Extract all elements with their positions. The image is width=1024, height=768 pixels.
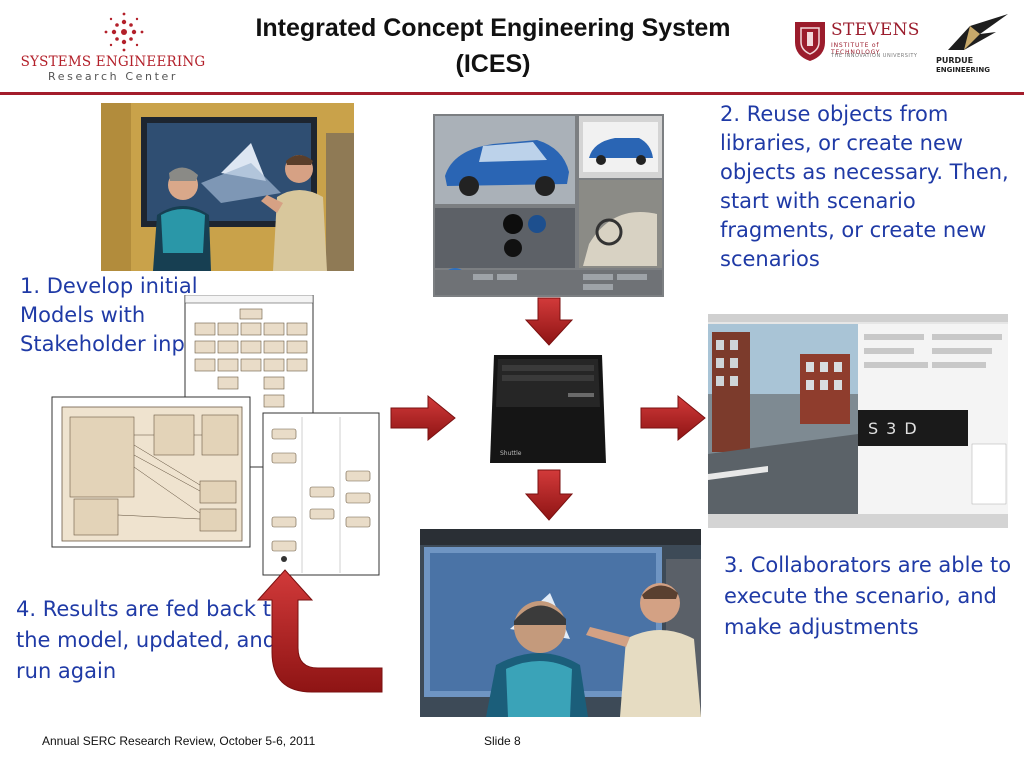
footer-event: Annual SERC Research Review, October 5-6…: [42, 734, 316, 748]
photo-team-top-image: [101, 103, 354, 271]
serc-logo: SYSTEMS ENGINEERING Research Center: [18, 8, 208, 84]
purdue-name: PURDUE: [936, 56, 974, 65]
slide-title-line1: Integrated Concept Engineering System: [255, 14, 731, 42]
arrow-right-right: [640, 394, 706, 442]
stevens-subtitle: INSTITUTE of TECHNOLOGY: [831, 42, 881, 56]
serc-logo-line1: SYSTEMS ENGINEERING: [20, 54, 206, 70]
photo-team-bottom: [420, 529, 701, 717]
header-divider: [0, 92, 1024, 95]
stevens-logo: STEVENS INSTITUTE of TECHNOLOGY THE INNO…: [793, 14, 920, 76]
stevens-tagline: THE INNOVATION UNIVERSITY: [831, 53, 918, 59]
photo-team-top: [101, 103, 354, 271]
stevens-shield-icon: [795, 22, 825, 61]
computer-brand-label: Shuttle: [500, 450, 522, 457]
svg-text:S3D: S3D: [868, 419, 925, 438]
city-scene-image: S3D: [708, 314, 1008, 528]
sysml-diagrams: [50, 295, 380, 577]
step-2-text: 2. Reuse objects from libraries, or crea…: [720, 102, 1009, 271]
serc-dots-icon: [104, 12, 144, 52]
sysml-diagrams-image: [51, 295, 380, 576]
arrow-down-bottom: [524, 469, 574, 521]
step-1-text: 1. Develop initial Models with Stakehold…: [20, 274, 207, 356]
purdue-griffin-icon: [948, 14, 1008, 50]
computer-image: Shuttle: [490, 355, 606, 463]
slide-title: Integrated Concept Engineering System (I…: [218, 10, 768, 82]
cad-car-image: [433, 114, 664, 297]
stevens-name: STEVENS: [831, 20, 920, 40]
serc-logo-line2: Research Center: [48, 70, 178, 83]
slide-title-line2: (ICES): [455, 50, 531, 78]
city-simulation-screenshot: S3D: [708, 314, 1008, 528]
purdue-logo: PURDUE ENGINEERING: [930, 12, 1010, 76]
footer-slide-number: Slide 8: [484, 734, 521, 748]
photo-team-bottom-image: [420, 529, 701, 717]
cad-car-screenshot: [433, 114, 664, 297]
step-3-text: 3. Collaborators are able to execute the…: [724, 553, 1012, 639]
step-4-text: 4. Results are fed back to the model, up…: [16, 597, 284, 683]
arrow-down-top: [524, 297, 574, 346]
workstation-computer: Shuttle: [486, 351, 610, 468]
arrow-right-left: [390, 394, 456, 442]
purdue-subtitle: ENGINEERING: [936, 66, 991, 74]
